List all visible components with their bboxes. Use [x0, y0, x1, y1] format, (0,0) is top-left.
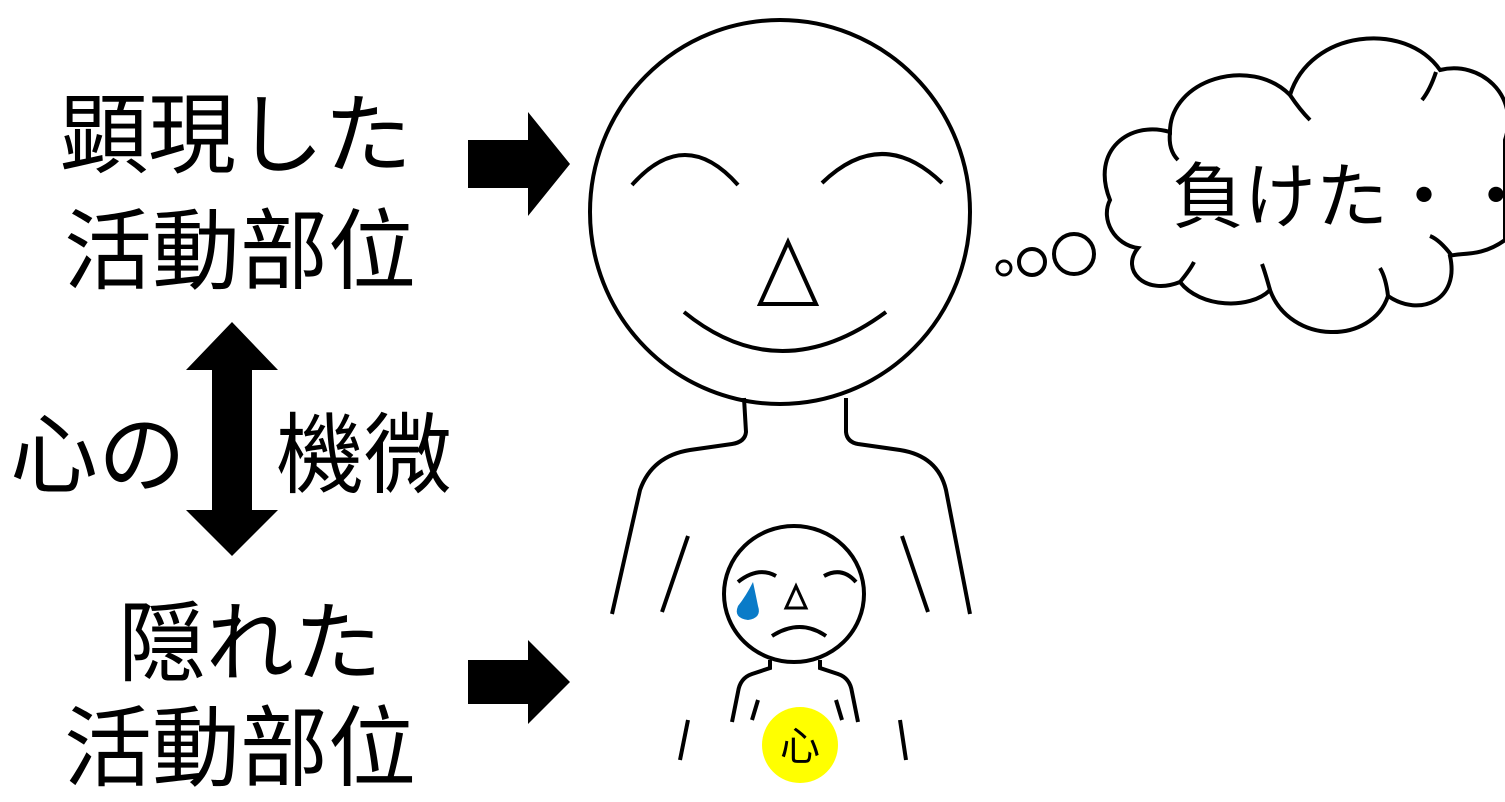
cloud-inner-curve-6: [1260, 263, 1272, 291]
big-neck-left: [610, 397, 749, 615]
big-left-eye: [630, 153, 740, 187]
big-mouth: [682, 310, 888, 353]
big-left-arm-inner: [660, 535, 690, 613]
tear-drop-icon: [736, 582, 759, 620]
thought-cloud: [1102, 36, 1505, 334]
small-neck-left: [730, 660, 772, 723]
big-head: [588, 18, 972, 406]
right-arrow-icon-top: [468, 112, 570, 216]
small-arm-left: [750, 699, 760, 721]
heart-disc: [762, 707, 838, 783]
big-neck-right: [844, 398, 972, 615]
cloud-inner-curve-4: [1429, 234, 1454, 258]
big-left-side-lower: [678, 719, 690, 761]
small-mouth: [770, 625, 828, 638]
subtle-label-left: 心の: [10, 404, 187, 507]
big-right-side-lower: [898, 719, 908, 761]
thought-dot-large: [1052, 232, 1096, 276]
manifest-label-line1: 顕現した: [60, 84, 413, 187]
up-down-arrow-icon: [186, 322, 278, 556]
hidden-label-line1: 隠れた: [117, 592, 382, 695]
big-right-arm-inner: [900, 535, 930, 613]
thought-dot-medium: [1017, 247, 1047, 277]
small-nose: [783, 582, 809, 610]
manifest-label-line2: 活動部位: [63, 200, 416, 303]
small-left-eye: [736, 570, 777, 584]
thought-text: 負けた・・・: [1172, 155, 1505, 239]
small-right-eye: [823, 570, 858, 584]
hidden-label-line2: 活動部位: [63, 697, 416, 800]
small-arm-right: [834, 699, 844, 721]
thought-dot-small: [995, 259, 1013, 277]
small-neck-right: [818, 660, 860, 723]
right-arrow-icon-bottom: [468, 640, 570, 724]
big-right-eye: [820, 152, 944, 185]
cloud-inner-curve-2: [1288, 93, 1312, 122]
cloud-inner-curve-1: [1167, 131, 1180, 162]
cloud-inner-curve-5: [1378, 266, 1390, 297]
cloud-inner-curve-7: [1178, 261, 1196, 284]
heart-label: 心: [780, 724, 820, 770]
subtle-label-right: 機微: [276, 404, 453, 507]
big-nose: [756, 237, 820, 306]
cloud-inner-curve-3: [1420, 71, 1438, 102]
